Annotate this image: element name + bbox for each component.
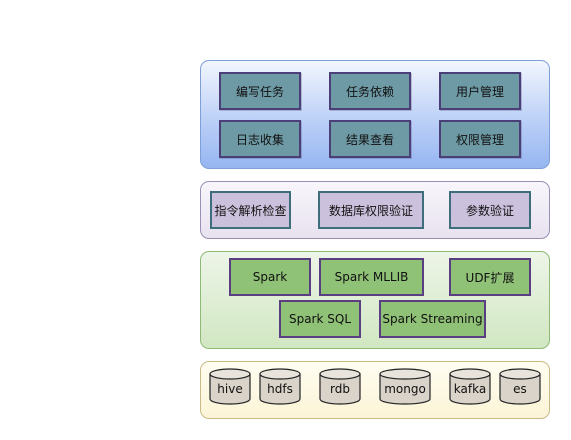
node-param-check: 参数验证 [449,191,531,229]
datastore-kafka: kafka [449,368,491,405]
node-user-management: 用户管理 [439,72,521,110]
cylinder-icon [209,368,251,405]
node-spark: Spark [229,258,311,296]
node-command-parse-check: 指令解析检查 [210,191,291,229]
datastore-label: es [513,382,527,396]
node-log-collection: 日志收集 [219,120,301,158]
cylinder-icon [449,368,491,405]
cylinder-icon [259,368,301,405]
datastore-rdb: rdb [319,368,361,405]
datastore-es: es [499,368,541,405]
datastore-hdfs: hdfs [259,368,301,405]
cylinder-icon [379,368,431,405]
node-task-dependency: 任务依赖 [329,72,411,110]
node-spark-streaming: Spark Streaming [379,300,486,338]
datastore-label: kafka [453,382,487,396]
datastore-label: hdfs [267,382,293,396]
node-udf-extension: UDF扩展 [449,258,531,296]
node-spark-sql: Spark SQL [279,300,361,338]
datastore-label: mongo [384,382,426,396]
datastore-hive: hive [209,368,251,405]
node-permission-management: 权限管理 [439,120,521,158]
cylinder-icon [499,368,541,405]
datastore-label: rdb [330,382,350,396]
node-spark-mllib: Spark MLLIB [319,258,424,296]
storage-layer [200,361,550,419]
node-write-task: 编写任务 [219,72,301,110]
datastore-label: hive [217,382,243,396]
node-db-permission-check: 数据库权限验证 [318,191,424,229]
node-result-view: 结果查看 [329,120,411,158]
cylinder-icon [319,368,361,405]
datastore-mongo: mongo [379,368,431,405]
